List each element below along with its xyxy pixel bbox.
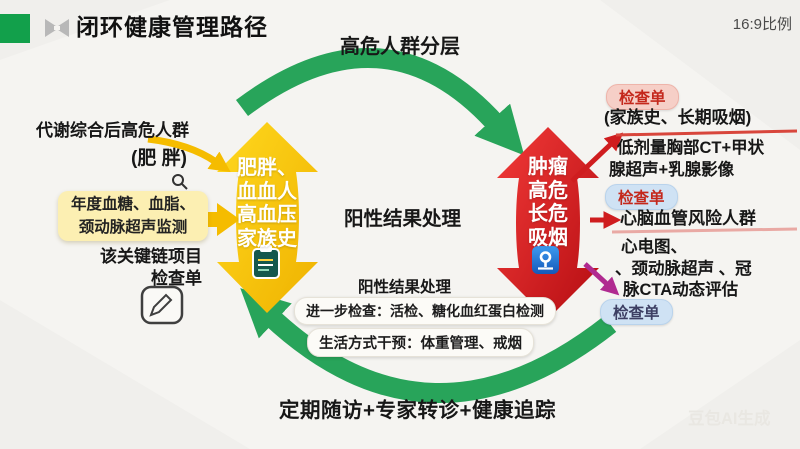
positive-result-label: 阳性结果处理 [344,208,462,230]
ecg-line-1: 心电图、 [621,238,687,256]
family-history-label: (家族史、长期吸烟) [604,108,752,127]
red-underline-top [615,129,798,137]
obesity-subtitle: (肥 胖) [131,148,187,169]
aspect-ratio-label: 16:9比例 [732,16,792,33]
ai-watermark: 豆包AI生成 [688,410,771,428]
magnifier-icon [172,174,188,190]
stage-label-stratification: 高危人群分层 [340,36,460,58]
red-node-line: 高危 [528,179,568,202]
yellow-node-line: 肥胖、 [237,157,297,179]
positive-result-subtitle: 阳性结果处理 [358,279,452,296]
ct-line-1: 低剂量胸部CT+甲状 [617,139,765,157]
cardio-risk-label: 心脑血管风险人群 [620,209,756,228]
yellow-node-line: 血血人 [237,180,297,203]
yellow-swoosh-arrow [147,135,231,173]
page-title: 闭环健康管理路径 [76,14,268,40]
brand-square [0,14,30,43]
butterfly-logo-icon [45,19,69,37]
monitor-line-2: 颈动脉超声监测 [78,219,188,236]
yellow-node-line: 高血压 [237,204,297,226]
key-project-checklist-label: 该关键链项目 检查单 [60,246,202,290]
red-node-shape [497,127,599,319]
ct-line-2: 腺超声+乳腺影像 [609,161,735,179]
further-check-pill: 进一步检查：活检、糖化血红蛋白检测 [294,297,556,325]
red-node-line: 长危 [528,203,568,225]
yellow-straight-arrow [186,203,240,236]
ecg-line-2: 、颈动脉超声 、冠 [615,260,752,278]
annual-monitoring-box: 年度血糖、血脂、 颈动脉超声监测 [58,191,208,241]
followup-label: 定期随访+专家转诊+健康追踪 [279,399,556,422]
checklist-badge-2: 检查单 [605,184,678,210]
location-pin-icon [532,246,559,274]
loop-arrow-top [235,48,525,156]
clipboard-icon [252,245,280,279]
ecg-line-3: 脉CTA动态评估 [623,281,739,299]
key-line-1: 该关键链项目 [100,247,202,266]
checklist-badge-1: 检查单 [606,84,679,110]
pink-underline [611,227,798,234]
lifestyle-pill: 生活方式干预：体重管理、戒烟 [307,328,534,357]
magenta-arrow [583,262,620,296]
yellow-node-shape [217,122,318,313]
monitor-line-1: 年度血糖、血脂、 [70,196,195,213]
red-node-label: 肿瘤 高危 长危 吸烟 [502,156,594,250]
edit-note-icon [140,285,184,325]
yellow-node-label: 肥胖、 血血人 高血压 家族史 [221,157,313,251]
red-node-line: 肿瘤 [528,156,568,178]
key-line-2: 检查单 [151,269,202,288]
yellow-node-line: 家族史 [237,227,297,250]
metabolic-group-title: 代谢综合后高危人群 [36,121,189,140]
red-node-line: 吸烟 [528,226,568,249]
red-diagonal-arrow [570,132,624,183]
checklist-badge-3: 检查单 [600,299,673,325]
